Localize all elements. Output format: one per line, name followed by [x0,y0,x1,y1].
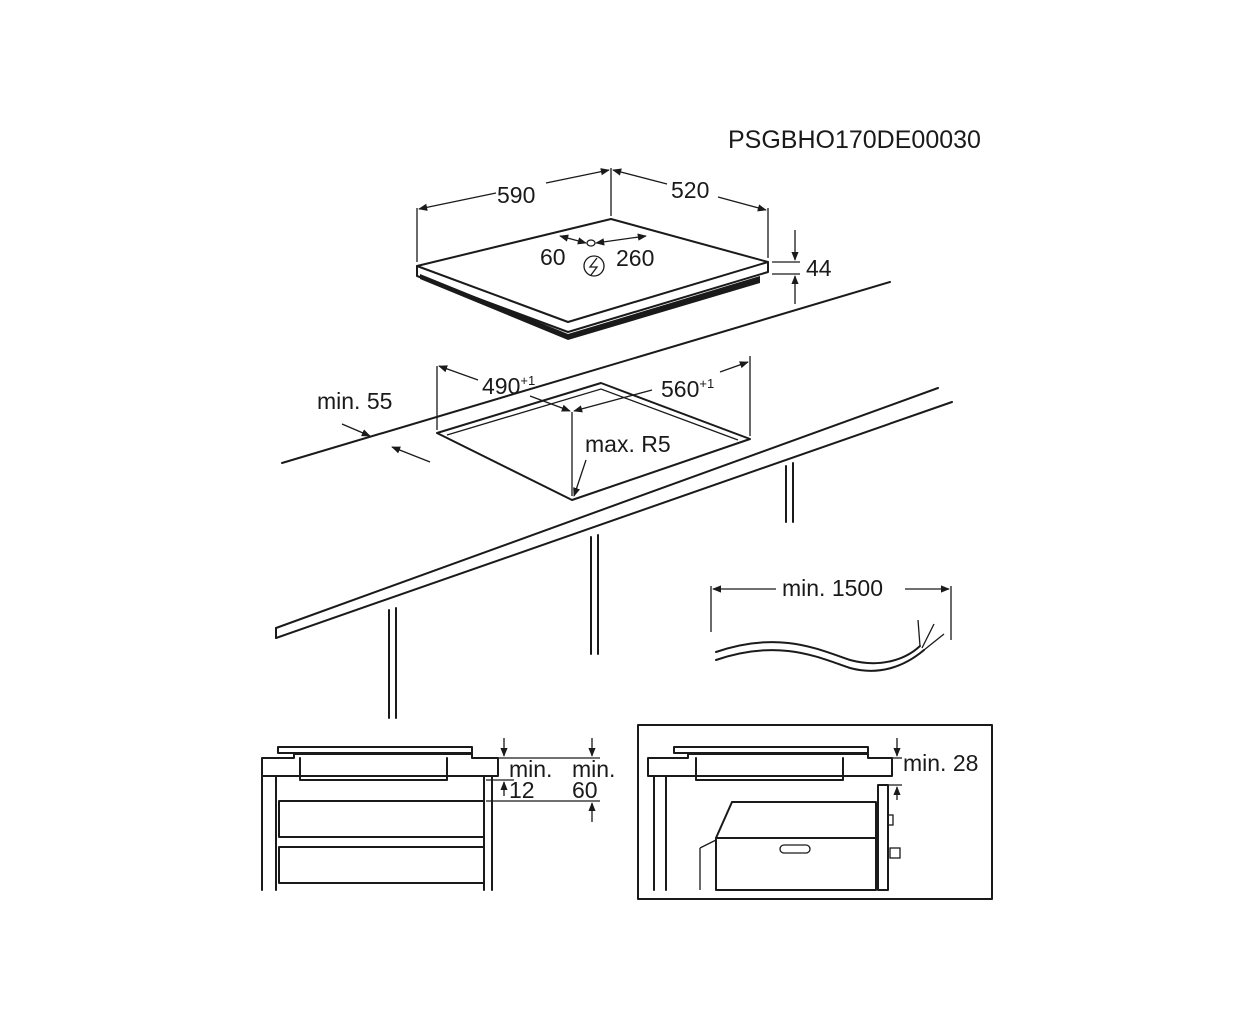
gap-label-b: min. [572,756,615,782]
cutout-depth-label: 560+1 [661,376,714,402]
cable-length-label: min. 1500 [782,575,883,601]
oven-gap-label: min. 28 [903,750,978,776]
section-drawer-illustration [261,738,600,891]
hob-illustration [416,168,800,340]
hob-depth-label: 520 [671,177,709,203]
electrical-connection-icon [583,255,605,277]
power-cable-illustration [710,585,952,672]
hob-width-label: 590 [497,182,535,208]
gap-value-b: 60 [572,777,598,803]
gap-label-a: min. [509,756,552,782]
section-oven-illustration [637,724,993,900]
connection-left-label: 60 [540,244,566,270]
drawing-code: PSGBHO170DE00030 [728,126,981,154]
connection-right-label: 260 [616,245,654,271]
worktop-illustration [275,281,953,719]
edge-distance-label: min. 55 [317,388,392,414]
gap-value-a: 12 [509,777,535,803]
hob-height-label: 44 [806,255,832,281]
corner-radius-label: max. R5 [585,431,671,457]
cutout-width-label: 490+1 [482,373,535,399]
